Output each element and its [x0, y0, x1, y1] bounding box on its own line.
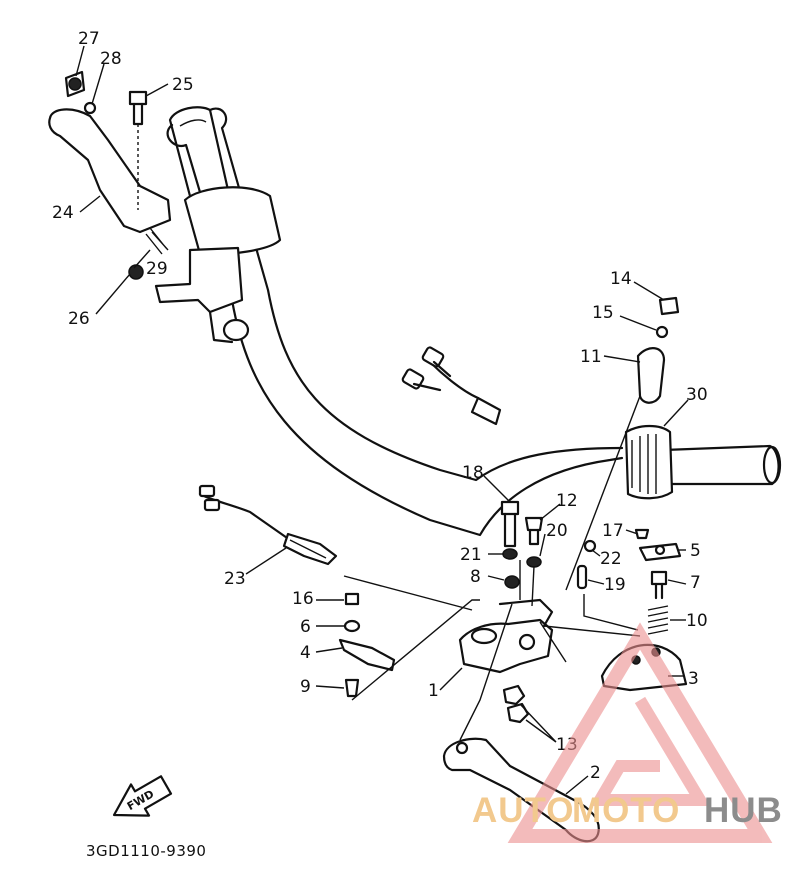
watermark-logo: [507, 622, 773, 843]
callout-20: 20: [546, 521, 568, 541]
callout-4: 4: [300, 643, 311, 663]
callout-2: 2: [590, 763, 601, 783]
left-switch-assembly: [154, 186, 282, 344]
callout-labels: 27 28 25 24 29 26 14 15 11 30 18 12 20 2…: [52, 29, 708, 783]
callout-8: 8: [470, 567, 481, 587]
left-lever-assembly: [48, 70, 172, 280]
forward-arrow: FWD: [112, 775, 173, 817]
callout-16: 16: [292, 589, 314, 609]
watermark-text: AUTO MOTO HUB: [472, 791, 783, 830]
fasteners: [338, 296, 680, 724]
callout-22: 22: [600, 549, 622, 569]
callout-19: 19: [604, 575, 626, 595]
callout-11: 11: [580, 347, 602, 367]
reference-code: 3GD1110-9390: [86, 842, 206, 860]
callout-27: 27: [78, 29, 100, 49]
callout-1: 1: [428, 681, 439, 701]
callout-30: 30: [686, 385, 708, 405]
callout-29: 29: [146, 259, 168, 279]
callout-26: 26: [68, 309, 90, 329]
assembly-lines: [343, 395, 641, 741]
switch-wiring: [401, 346, 502, 426]
callout-12: 12: [556, 491, 578, 511]
callout-18: 18: [462, 463, 484, 483]
brake-light-switch: [198, 484, 338, 566]
handlebar: [166, 106, 782, 537]
master-cylinder: [458, 598, 554, 674]
watermark-hub: HUB: [704, 791, 783, 830]
callout-3: 3: [688, 669, 699, 689]
callout-21: 21: [460, 545, 482, 565]
leader-lines: [75, 45, 689, 795]
watermark-moto: MOTO: [572, 791, 680, 830]
callout-24: 24: [52, 203, 74, 223]
callout-7: 7: [690, 573, 701, 593]
callout-28: 28: [100, 49, 122, 69]
callout-10: 10: [686, 611, 708, 631]
callout-6: 6: [300, 617, 311, 637]
watermark-auto: AUTO: [472, 791, 575, 830]
callout-9: 9: [300, 677, 311, 697]
callout-5: 5: [690, 541, 701, 561]
callout-15: 15: [592, 303, 614, 323]
callout-17: 17: [602, 521, 624, 541]
throttle-parts: [576, 528, 688, 692]
callout-14: 14: [610, 269, 632, 289]
callout-25: 25: [172, 75, 194, 95]
callout-23: 23: [224, 569, 246, 589]
